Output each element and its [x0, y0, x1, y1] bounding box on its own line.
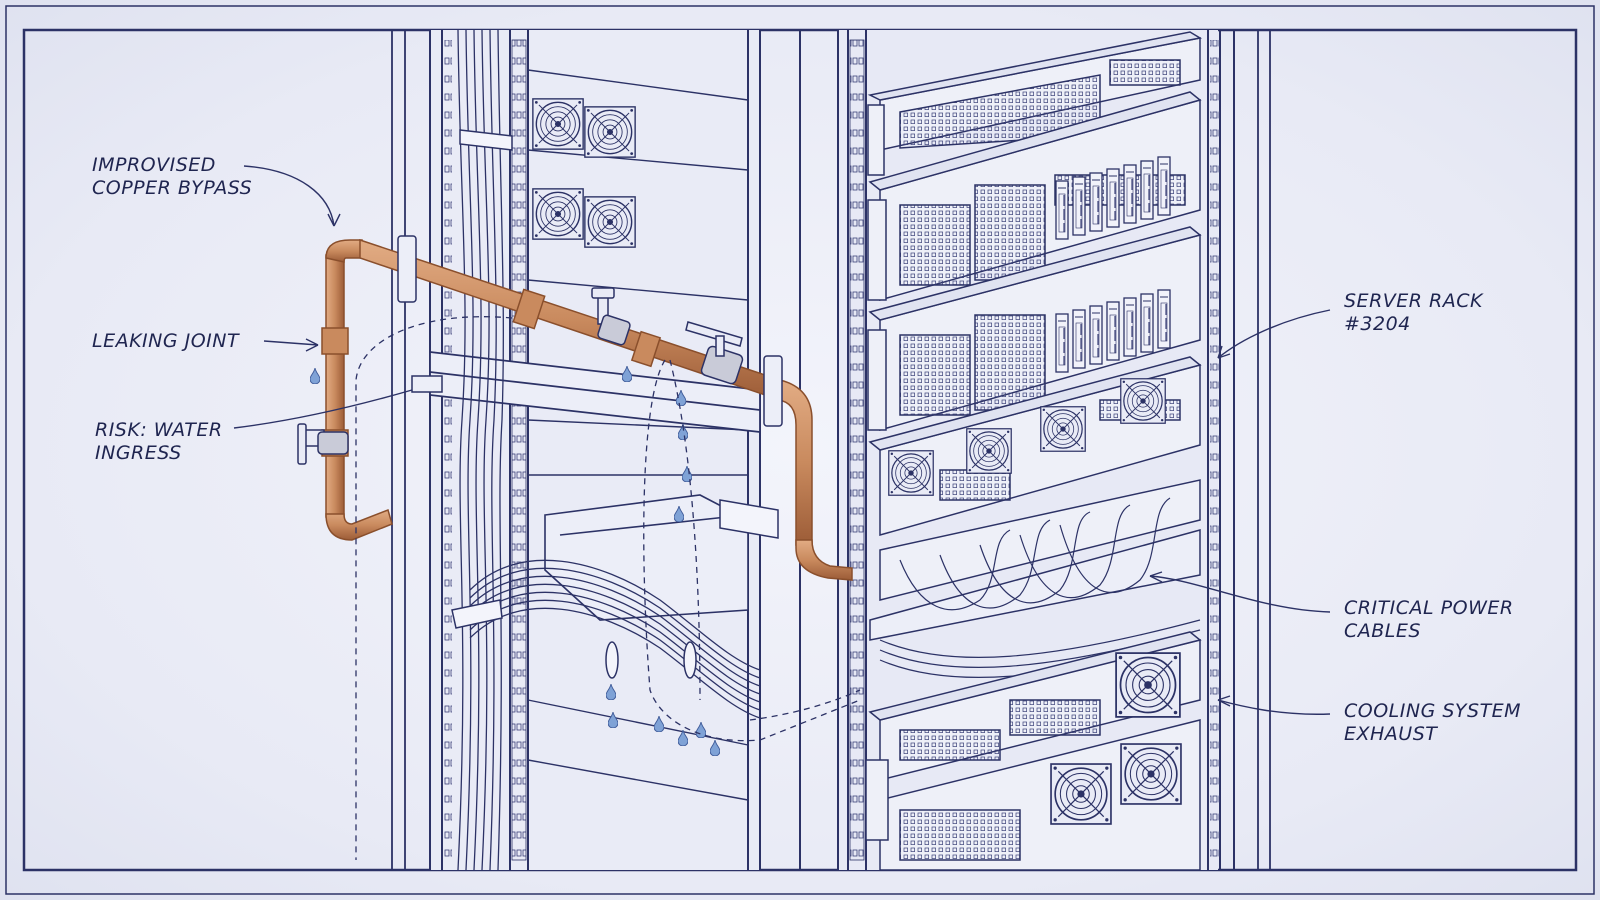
label-improvised-copper-bypass: IMPROVISED COPPER BYPASS: [92, 154, 252, 200]
valve-handle-icon: [297, 423, 349, 465]
label-cooling-system-exhaust: COOLING SYSTEM EXHAUST: [1344, 700, 1521, 746]
copper-bypass-pipe: [321, 238, 853, 581]
water-drop-icon: [310, 368, 320, 384]
label-bypass-line1: IMPROVISED: [92, 154, 216, 176]
label-server-rack: SERVER RACK #3204: [1344, 290, 1483, 336]
label-rack-line1: SERVER RACK: [1344, 290, 1483, 312]
label-risk-line2: INGRESS: [95, 442, 182, 464]
label-cooling-line1: COOLING SYSTEM: [1344, 700, 1522, 722]
fan-icon: [888, 450, 934, 496]
label-critical-power-cables: CRITICAL POWER CABLES: [1344, 597, 1514, 643]
drip-paths: [355, 316, 861, 860]
label-bypass-line2: COPPER BYPASS: [92, 177, 253, 199]
fan-icon: [1120, 743, 1182, 805]
valve-handle-icon: [591, 287, 631, 346]
label-risk-line1: RISK: WATER: [95, 419, 223, 441]
label-leak-text: LEAKING JOINT: [92, 330, 240, 352]
label-rack-line2: #3204: [1344, 313, 1411, 335]
pipe-brackets: [397, 235, 783, 427]
label-risk-water-ingress: RISK: WATER INGRESS: [95, 419, 223, 465]
fan-icon: [1120, 378, 1166, 424]
callout-leaders: [233, 165, 1331, 715]
fan-icon: [1040, 406, 1086, 452]
server-rack-3204: [799, 30, 1235, 871]
label-leaking-joint: LEAKING JOINT: [92, 330, 239, 353]
fan-icon: [532, 97, 584, 151]
label-power-line2: CABLES: [1344, 620, 1421, 642]
left-rack: [429, 29, 779, 871]
fan-icon: [584, 105, 636, 159]
fan-icon: [966, 428, 1012, 474]
fan-icon: [1050, 763, 1112, 825]
fan-icon: [1115, 652, 1181, 718]
fan-icon: [532, 187, 584, 241]
label-cooling-line2: EXHAUST: [1344, 723, 1438, 745]
room-columns: [391, 30, 1271, 870]
fan-icon: [584, 195, 636, 249]
valve-handle-icon: [685, 321, 744, 385]
label-power-line1: CRITICAL POWER: [1344, 597, 1514, 619]
